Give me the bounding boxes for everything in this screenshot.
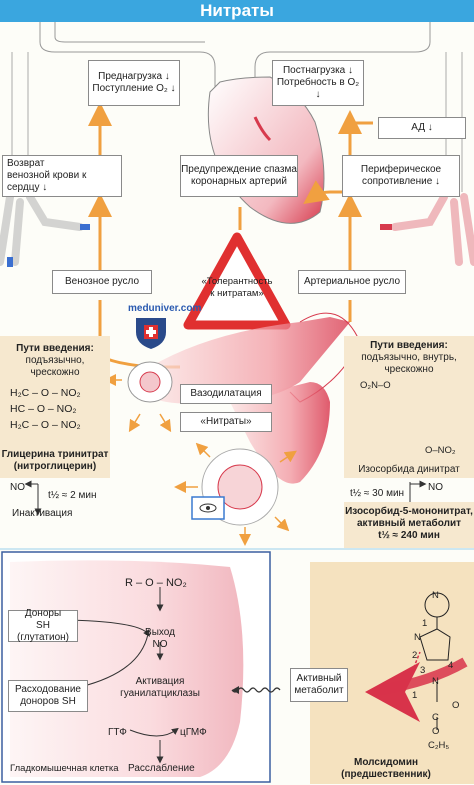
left-no-label: NO <box>10 482 25 493</box>
sh-donors-sub: SH (глутатион) <box>17 620 69 643</box>
metabolite-label: метаболит <box>294 685 344 696</box>
page-title: Нитраты <box>200 1 274 20</box>
routes-text: подъязычно, внутрь, <box>361 352 457 363</box>
ono2-label: O–NO₂ <box>425 445 456 456</box>
afterload-label: Постнагрузка ↓ <box>282 65 354 76</box>
nitroglycerin-panel <box>0 336 110 478</box>
chain-num-1: 1 <box>412 690 418 701</box>
gc-activation: Активация гуанилатциклазы <box>115 676 205 700</box>
venous-bed-box: Венозное русло <box>52 270 152 294</box>
metabolite-halflife: t½ ≈ 240 мин <box>378 530 440 541</box>
coronary-sub: коронарных артерий <box>191 176 287 187</box>
metabolite-text: Изосорбид-5-мононитрат, активный метабол… <box>344 506 474 542</box>
ring-num-1: 1 <box>422 618 428 629</box>
molsidomine-label: Молсидомин (предшественник) <box>326 757 446 781</box>
sh-consumption-sub: доноров SH <box>20 696 76 707</box>
bp-label: АД ↓ <box>411 122 433 133</box>
o2no-label: O₂N–O <box>360 380 391 391</box>
sh-consumption-box: Расходование доноров SH <box>8 680 88 712</box>
sh-donors-box: Доноры SH (глутатион) <box>8 608 78 643</box>
tolerance-warning: «Толерантность к нитратам» <box>192 276 282 300</box>
ring-n-2: N <box>414 632 421 643</box>
release-label: Выход <box>145 627 175 638</box>
nitrate-ester-formula: R – O – NO₂ <box>125 577 187 589</box>
ethyl-label: C₂H₅ <box>428 740 450 751</box>
venous-return-sub: венозной крови к сердцу ↓ <box>7 170 87 193</box>
drug-name-alt: (нитроглицерин) <box>13 461 97 472</box>
bp-box: АД ↓ <box>378 117 466 139</box>
nitroglycerin-routes: Пути введения: подъязычно, чрескожно <box>0 343 110 379</box>
venous-return-label: Возврат <box>7 158 45 169</box>
formula-line: HC – O – NO₂ <box>10 403 77 415</box>
title-bar <box>0 0 474 22</box>
right-no-label: NO <box>428 482 443 493</box>
routes-heading: Пути введения: <box>16 343 94 354</box>
ester-o: O <box>432 726 440 737</box>
oxygen-supply-label: Поступление O₂ ↓ <box>92 83 176 94</box>
carbonyl-c: C <box>432 712 439 723</box>
molsidomine-name: Молсидомин <box>353 757 419 768</box>
ring-num-2: 2 <box>412 650 418 661</box>
relaxation-label: Расслабление <box>128 763 195 774</box>
gtp-label: ГТФ <box>108 727 127 738</box>
activation-label: Активация <box>135 676 185 687</box>
peripheral-box: Периферическое сопротивление ↓ <box>342 155 460 197</box>
coronary-label: Предупреждение спазма <box>181 164 297 175</box>
no-release: Выход NO <box>135 627 185 651</box>
nitrates-box: «Нитраты» <box>180 412 272 432</box>
nitroglycerin-name: Глицерина тринитрат (нитроглицерин) <box>0 449 110 473</box>
venous-bed-label: Венозное русло <box>64 276 140 287</box>
peripheral-label: Периферическое <box>360 164 442 175</box>
sh-donors-label: Доноры <box>24 608 62 619</box>
ring-num-4: 4 <box>448 660 454 671</box>
coronary-box: Предупреждение спазма коронарных артерий <box>180 155 298 197</box>
gc-label: гуанилатциклазы <box>120 688 200 699</box>
routes-text: подъязычно, чрескожно <box>25 355 85 378</box>
nitrates-label: «Нитраты» <box>200 416 252 427</box>
active-metabolite-box: Активный метаболит <box>290 668 348 702</box>
shield-logo-icon <box>132 316 170 350</box>
ring-num-3: 3 <box>420 665 426 676</box>
metabolite-panel <box>344 502 474 548</box>
vasodilation-box: Вазодилатация <box>180 384 272 404</box>
ring-n-1: N <box>432 590 439 601</box>
preload-box: Преднагрузка ↓ Поступление O₂ ↓ <box>88 60 180 106</box>
arterial-bed-label: Артериальное русло <box>303 276 401 287</box>
afterload-box: Постнагрузка ↓ Потребность в O₂ ↓ <box>272 60 364 106</box>
cgmp-label: цГМФ <box>180 727 207 738</box>
routes-text: чрескожно <box>384 364 434 375</box>
ring-n-3: N <box>432 676 439 687</box>
left-halflife: t½ ≈ 2 мин <box>48 490 97 501</box>
smooth-muscle-cell-label: Гладкомышечная клетка <box>10 763 119 774</box>
tolerance-line1: «Толерантность <box>201 276 273 287</box>
peripheral-sub: сопротивление ↓ <box>361 176 441 187</box>
right-halflife: t½ ≈ 30 мин <box>350 488 405 499</box>
inactivation-label: Инактивация <box>12 508 73 519</box>
formula-line: H₂C – O – NO₂ <box>10 387 81 399</box>
arterial-bed-box: Артериальное русло <box>298 270 406 294</box>
no-label: NO <box>152 639 168 650</box>
metabolite-desc: активный метаболит <box>357 518 461 529</box>
tolerance-line2: к нитратам» <box>210 288 264 299</box>
isosorbide-name: Изосорбида динитрат <box>358 464 460 475</box>
venous-return-box: Возврат венозной крови к сердцу ↓ <box>2 155 122 197</box>
routes-heading: Пути введения: <box>370 340 448 351</box>
formula-line: H₂C – O – NO₂ <box>10 419 81 431</box>
preload-label: Преднагрузка ↓ <box>98 71 170 82</box>
watermark-text: meduniver.com <box>128 303 202 314</box>
carbonyl-o: O <box>452 700 460 711</box>
metabolite-name: Изосорбид-5-мононитрат, <box>345 506 473 517</box>
isosorbide-panel <box>344 336 474 478</box>
molsidomine-sub: (предшественник) <box>341 769 431 780</box>
active-label: Активный <box>296 673 342 684</box>
vasodilation-label: Вазодилатация <box>190 388 262 399</box>
isosorbide-routes: Пути введения: подъязычно, внутрь, чреск… <box>344 340 474 376</box>
sh-consumption-label: Расходование <box>15 684 81 695</box>
nitroglycerin-formula: H₂C – O – NO₂ HC – O – NO₂ H₂C – O – NO₂ <box>10 385 81 433</box>
oxygen-demand-label: Потребность в O₂ ↓ <box>276 77 360 100</box>
drug-name: Глицерина тринитрат <box>1 449 109 460</box>
